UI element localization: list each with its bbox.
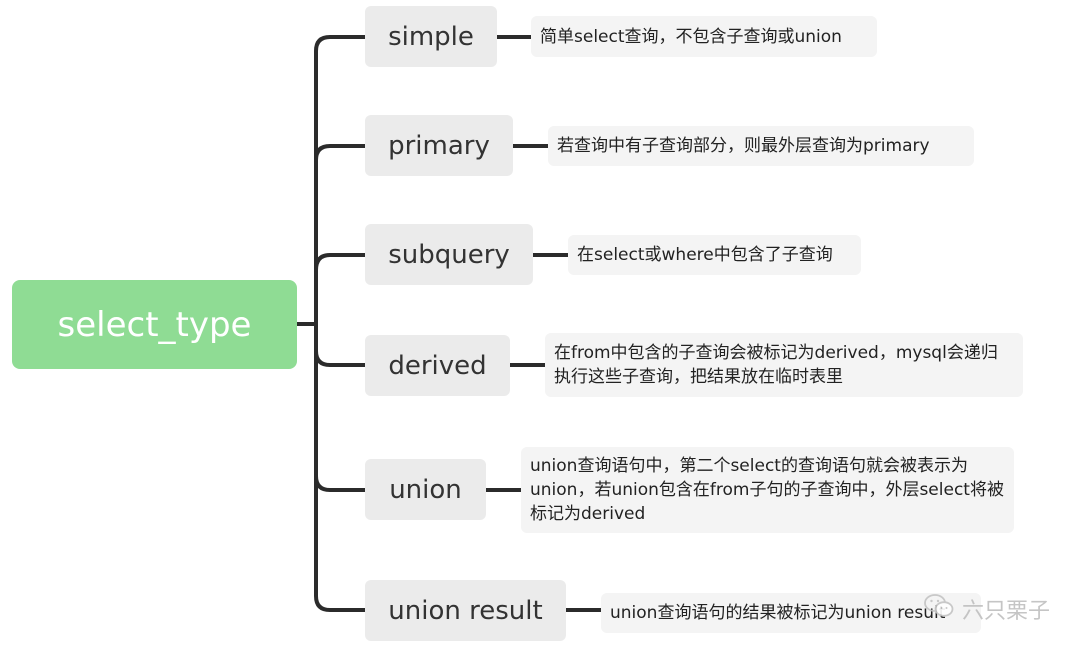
spine-connector xyxy=(314,35,367,612)
desc-union: union查询语句中，第二个select的查询语句就会被表示为union，若un… xyxy=(521,447,1014,533)
desc-subquery: 在select或where中包含了子查询 xyxy=(568,235,861,275)
branch-connector-derived xyxy=(314,349,367,367)
branch-connector-union xyxy=(314,474,367,492)
node-union-result: union result xyxy=(365,580,566,641)
node-subquery: subquery xyxy=(365,224,533,285)
node-union: union xyxy=(365,459,486,520)
root-node-select-type: select_type xyxy=(12,280,297,369)
node-derived: derived xyxy=(365,335,510,396)
wechat-icon xyxy=(924,593,954,625)
branch-connector-subquery xyxy=(314,253,367,272)
node-primary: primary xyxy=(365,115,513,176)
desc-union-result: union查询语句的结果被标记为union result xyxy=(601,593,981,633)
branch-connector-primary xyxy=(314,144,367,162)
node-simple: simple xyxy=(365,6,497,67)
watermark-text: 六只栗子 xyxy=(961,599,1050,624)
watermark: 六只栗子 xyxy=(924,593,1050,625)
desc-derived: 在from中包含的子查询会被标记为derived，mysql会递归执行这些子查询… xyxy=(545,333,1023,397)
desc-primary: 若查询中有子查询部分，则最外层查询为primary xyxy=(548,126,974,166)
desc-simple: 简单select查询，不包含子查询或union xyxy=(531,16,877,57)
